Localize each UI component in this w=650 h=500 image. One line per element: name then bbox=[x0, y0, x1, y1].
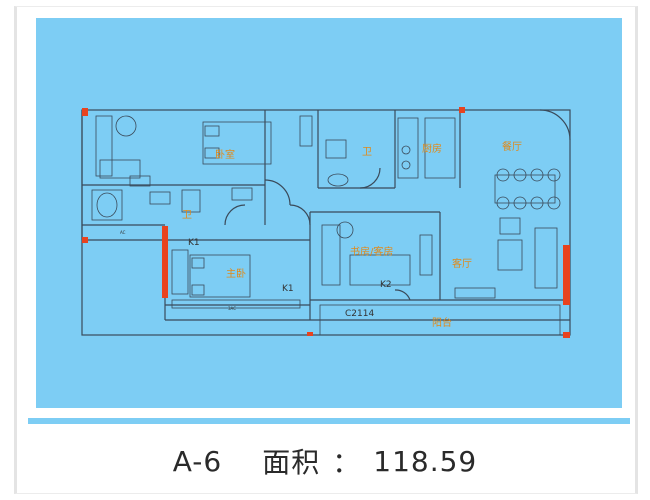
bed-second bbox=[202, 121, 272, 165]
area-value: 118.59 bbox=[373, 444, 478, 478]
room-label-dining: 餐厅 bbox=[502, 140, 522, 153]
unit-code: A-6 bbox=[172, 444, 223, 478]
room-label-multi-room: 书房/客房 bbox=[350, 245, 393, 258]
room-label-bath-lower: 卫 bbox=[182, 210, 192, 221]
accent-walls bbox=[82, 107, 570, 338]
outer-frame bbox=[14, 6, 638, 494]
fixture-label-ac-lower: 3AC bbox=[228, 306, 236, 311]
room-label-balcony: 阳台 bbox=[432, 316, 452, 329]
room-label-kitchen: 厨房 bbox=[422, 142, 442, 155]
unit-caption: A-6 面积 ： 118.59 bbox=[0, 438, 650, 484]
sofa bbox=[534, 227, 558, 289]
area-colon: ： bbox=[332, 446, 362, 479]
room-label-bath-upper: 卫 bbox=[362, 147, 372, 158]
door-label-k2: K2 bbox=[380, 280, 392, 290]
divider-bar bbox=[28, 418, 630, 424]
dining-table bbox=[494, 174, 556, 204]
area-label: 面积 bbox=[262, 446, 321, 479]
room-label-living: 客厅 bbox=[452, 257, 472, 270]
window-label-c2114: C2114 bbox=[345, 309, 374, 319]
door-label-k1-lower: K1 bbox=[282, 284, 294, 294]
door-label-k1-upper: K1 bbox=[188, 238, 200, 248]
room-label-master-bedroom: 主卧 bbox=[226, 267, 246, 280]
bed-master bbox=[189, 254, 251, 298]
fixture-label-ac-upper: AC bbox=[120, 230, 126, 235]
floor-plan-panel bbox=[36, 18, 622, 408]
room-label-second-bedroom: 卧室 bbox=[215, 148, 235, 161]
